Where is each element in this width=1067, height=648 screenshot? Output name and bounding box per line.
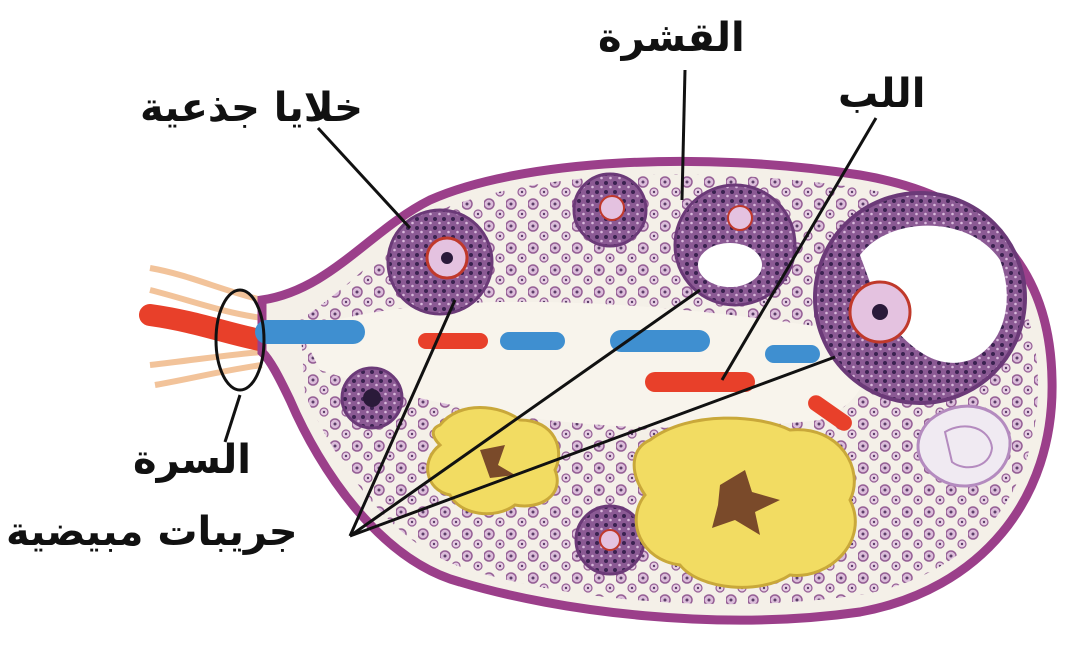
label-cortex: القشرة — [598, 18, 745, 58]
label-hilum: السرة — [133, 440, 251, 480]
label-medulla: اللب — [838, 74, 925, 114]
label-germinal-cells: خلايا جذعية — [140, 88, 363, 128]
label-ovarian-follicles: جريبات مبيضية — [6, 512, 298, 552]
hilum-vessels — [150, 268, 270, 385]
